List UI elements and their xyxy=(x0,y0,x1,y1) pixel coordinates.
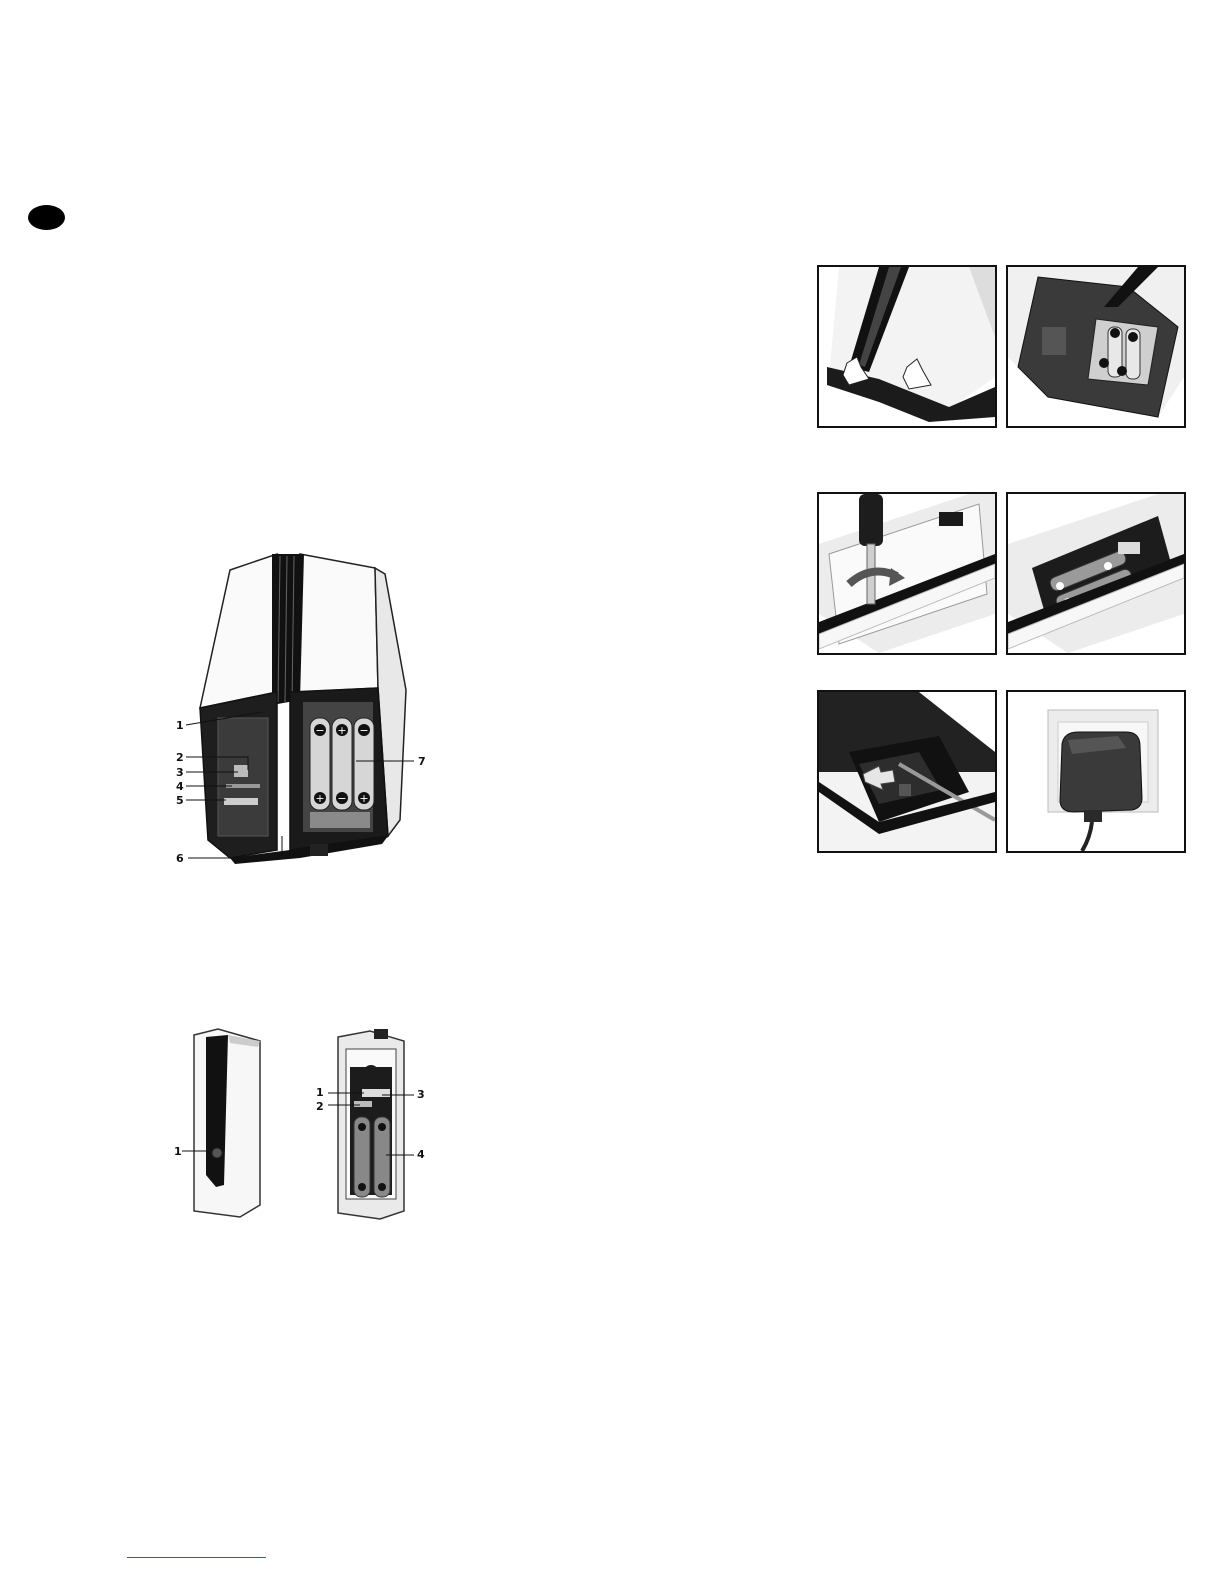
chime-diagram: − + − + − + 1 2 3 4 5 6 7 xyxy=(160,540,450,880)
callout-5: 5 xyxy=(176,794,184,807)
push-button-front-diagram: 1 xyxy=(170,1025,280,1225)
push-button-back-illustration xyxy=(310,1025,435,1225)
step-panel-unscrew-cover xyxy=(817,492,997,655)
callout-6: 6 xyxy=(176,852,184,865)
push-button-front-illustration xyxy=(170,1025,280,1225)
battery-symbol: − xyxy=(337,792,346,805)
battery-symbol: + xyxy=(359,792,368,805)
footer-link-underline xyxy=(127,1557,266,1558)
battery-symbol: − xyxy=(359,724,368,737)
back-callout-1: 1 xyxy=(316,1086,324,1099)
battery-symbol: + xyxy=(315,792,324,805)
callout-3: 3 xyxy=(176,766,184,779)
push-button-back-diagram: 1 2 3 4 xyxy=(310,1025,435,1225)
back-callout-4: 4 xyxy=(417,1148,425,1161)
step-panel-mains-adapter xyxy=(1006,690,1186,853)
step-panel-open-battery-compartment xyxy=(1006,265,1186,428)
battery-symbol: − xyxy=(315,724,324,737)
front-callout-1: 1 xyxy=(174,1145,182,1158)
callout-7: 7 xyxy=(418,755,426,768)
callout-2: 2 xyxy=(176,751,184,764)
callout-4: 4 xyxy=(176,780,184,793)
language-marker xyxy=(28,205,65,230)
battery-symbol: + xyxy=(337,724,346,737)
step-panel-insert-plug xyxy=(817,690,997,853)
chime-illustration: − + − + − + xyxy=(160,540,450,880)
back-callout-3: 3 xyxy=(417,1088,425,1101)
step-panel-insert-batteries xyxy=(1006,492,1186,655)
step-panel-slide-off-base xyxy=(817,265,997,428)
back-callout-2: 2 xyxy=(316,1100,324,1113)
callout-1: 1 xyxy=(176,719,184,732)
